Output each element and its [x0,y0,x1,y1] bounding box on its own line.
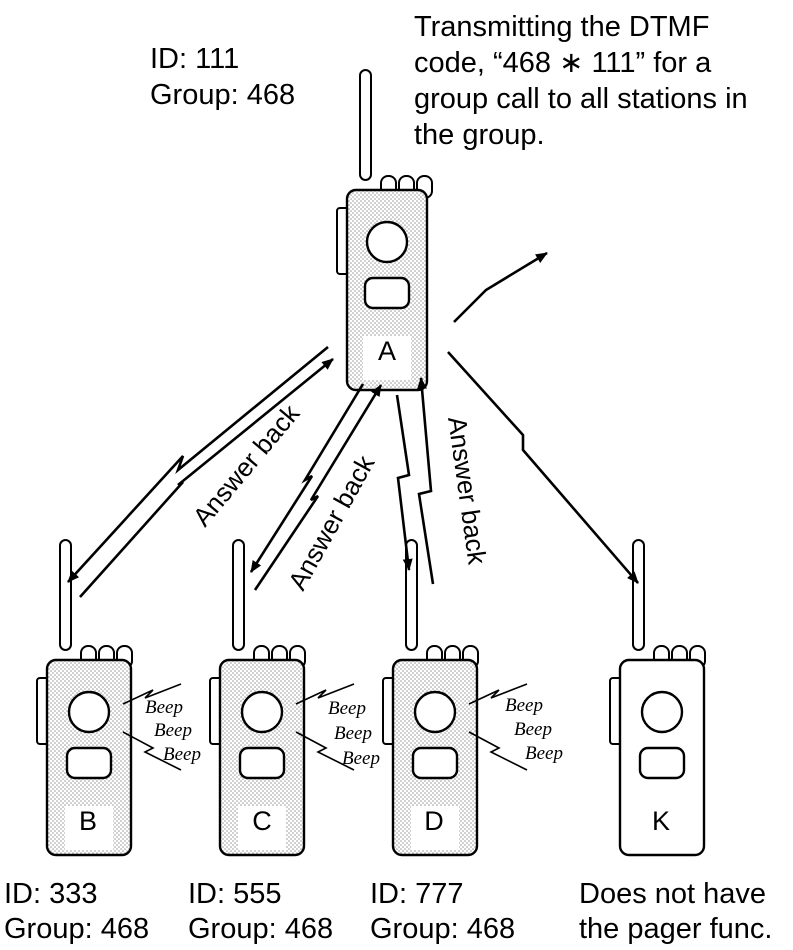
letter-box [638,806,686,850]
caption-line-2: code, “468 ∗ 111” for a [414,47,712,79]
letter-box [238,806,286,850]
caption-block: Transmitting the DTMF code, “468 ∗ 111” … [414,11,748,151]
beep-text: Beep [163,744,201,765]
speaker [413,690,457,734]
antenna [632,539,645,651]
beep-text: Beep [525,743,563,764]
station-b-beeps: Beep Beep Beep [145,697,201,765]
call-arrow-a-to-d [395,394,413,571]
speaker [67,690,111,734]
answer-back-label-c: Answer back [282,449,381,595]
antenna [232,539,245,651]
caption-line-1: Transmitting the DTMF [414,11,709,43]
station-c-radio [209,539,355,857]
station-c-group: Group: 468 [188,913,333,945]
station-b-id: ID: 333 [4,878,98,910]
display [363,276,411,310]
letter-box [65,806,113,850]
station-k-radio [609,539,706,857]
display [411,746,459,780]
call-arrow-a-to-k [447,351,639,584]
display [638,746,686,780]
station-d-id: ID: 777 [370,878,464,910]
antenna [359,69,372,181]
station-c-id: ID: 555 [188,878,282,910]
station-a-radio [336,69,433,392]
station-k-note-line-1: Does not have [579,878,766,910]
call-arrow-a-to-c [249,383,365,573]
beep-text: Beep [505,695,543,716]
display [238,746,286,780]
speaker [240,690,284,734]
station-c-letter: C [252,806,272,836]
answer-arrow-d-to-a [416,377,435,585]
beep-text: Beep [334,723,372,744]
letter-box [411,806,459,850]
speaker [365,220,409,264]
station-a-id: ID: 111 [150,43,239,75]
station-d-letter: D [424,806,444,836]
antenna [59,539,72,651]
station-a-group: Group: 468 [150,79,295,111]
beep-text: Beep [342,748,380,769]
outgoing-arrow-up [453,251,548,323]
caption-line-3: group call to all stations in [414,83,748,115]
answer-back-label-d: Answer back [442,415,493,568]
beep-text: Beep [514,719,552,740]
letter-box [363,336,411,380]
speaker [640,690,684,734]
beep-signal-upper [122,683,182,705]
station-k-note-line-2: the pager func. [579,913,772,945]
station-a-letter: A [378,336,396,366]
call-arrow-a-to-b [67,345,329,583]
station-b-group: Group: 468 [4,913,149,945]
station-d-beeps: Beep Beep Beep [505,695,563,764]
station-c-beeps: Beep Beep Beep [328,698,380,769]
beep-text: Beep [328,698,366,719]
answer-arrow-c-to-a [253,384,383,591]
station-k-letter: K [652,806,670,836]
station-b-letter: B [79,806,97,836]
beep-signal-lower [122,731,182,771]
caption-line-4: the group. [414,119,545,151]
beep-text: Beep [145,697,183,718]
beep-signal-lower [295,731,355,771]
display [65,746,113,780]
beep-signal-upper [295,683,355,705]
answer-arrow-b-to-a [79,357,334,598]
station-d-group: Group: 468 [370,913,515,945]
station-d-radio [382,539,528,857]
beep-text: Beep [154,720,192,741]
beep-signal-lower [468,731,528,771]
station-b-radio [36,539,182,857]
beep-signal-upper [468,683,528,705]
